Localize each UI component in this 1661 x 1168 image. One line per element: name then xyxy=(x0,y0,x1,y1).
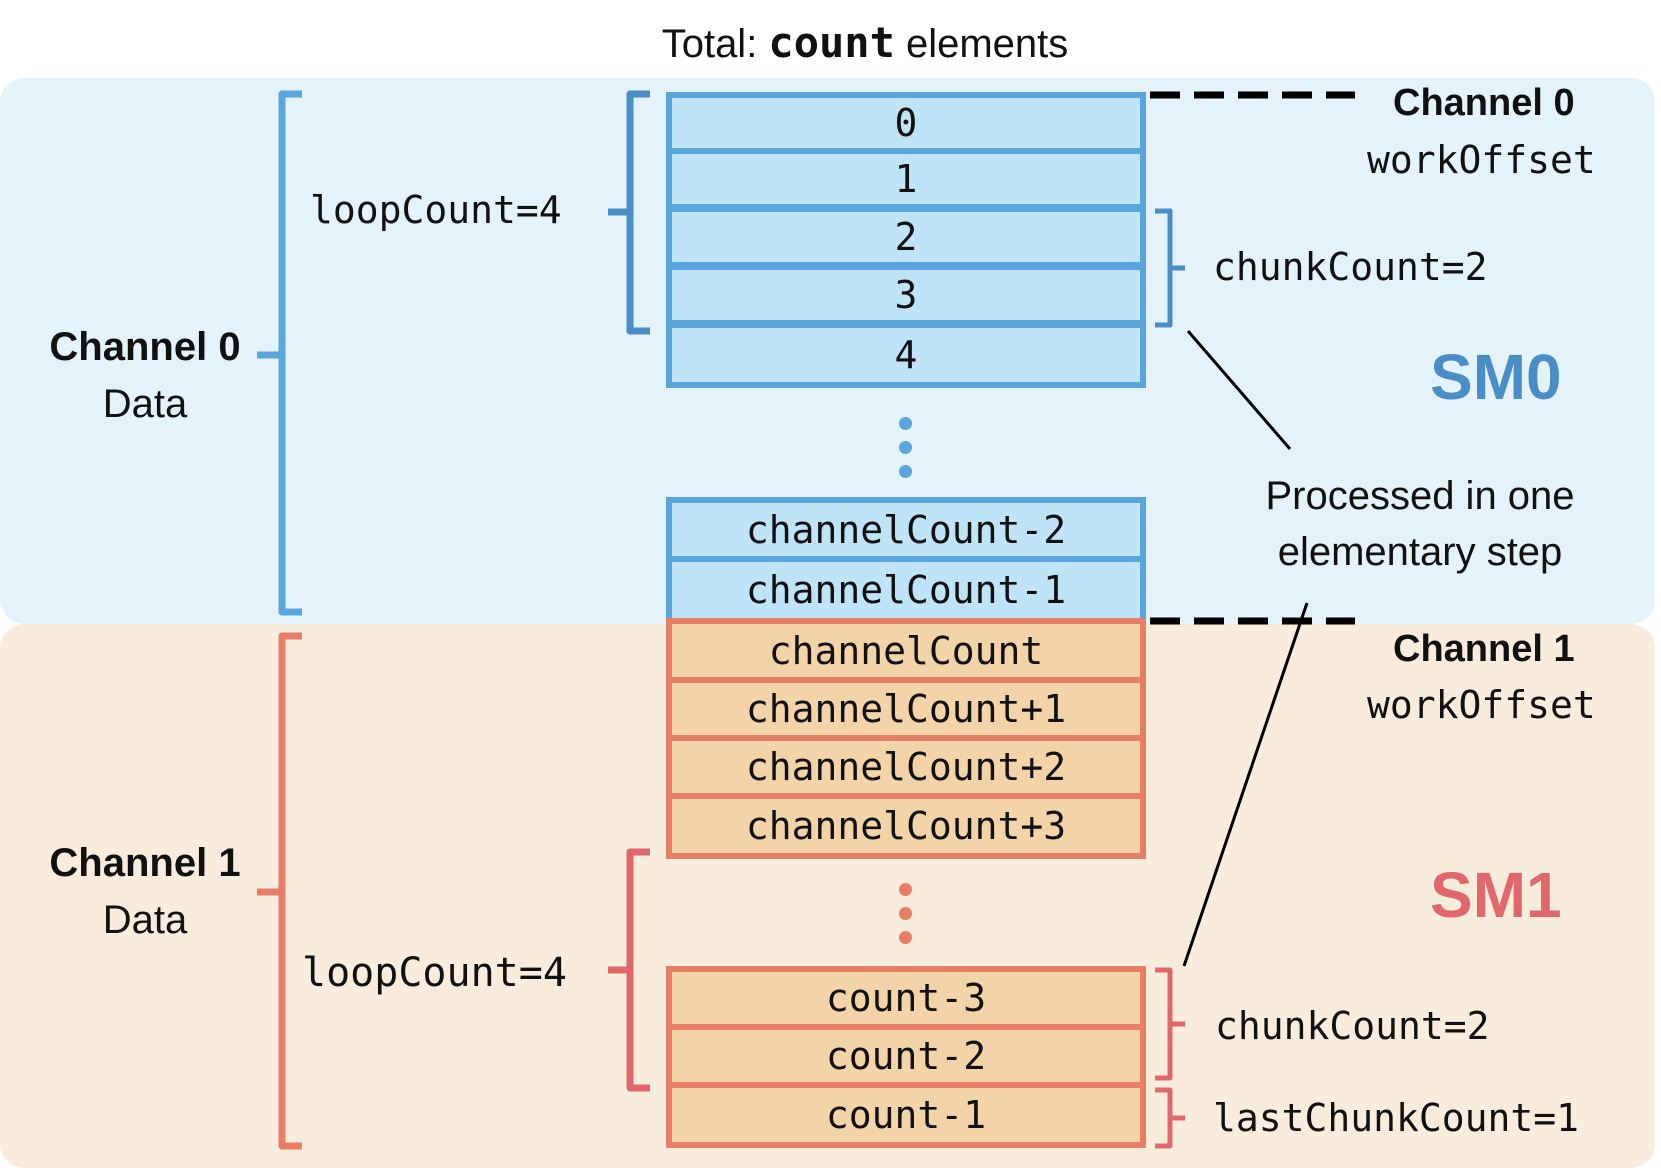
element-cell: 4 xyxy=(666,322,1146,388)
channel-0-offset-label: Channel 0 xyxy=(1393,82,1575,124)
channel-0-label: Channel 0 xyxy=(49,325,241,369)
title-emphasis: count xyxy=(768,18,895,67)
chunk-bracket-1 xyxy=(1155,967,1185,1081)
element-cell: channelCount xyxy=(666,618,1146,683)
chunk-count-label-0: chunkCount=2 xyxy=(1213,245,1488,289)
channel-0-bracket xyxy=(257,90,302,616)
element-cell: channelCount-2 xyxy=(666,497,1146,562)
ellipsis-dot xyxy=(899,417,912,430)
channel-0-offset-sublabel: workOffset xyxy=(1367,138,1596,182)
last-chunk-bracket xyxy=(1155,1087,1185,1149)
chunk-bracket-0 xyxy=(1155,208,1185,328)
ellipsis-dot xyxy=(899,465,912,478)
ellipsis-dot xyxy=(899,441,912,454)
processing-note: Processed in one elementary step xyxy=(1225,468,1615,580)
chunk-count-label-1: chunkCount=2 xyxy=(1215,1004,1490,1048)
diagram-title: Total: count elements xyxy=(600,18,1130,67)
ellipsis-dot xyxy=(899,907,912,920)
channel-1-label: Channel 1 xyxy=(49,841,241,885)
loop-count-label-1: loopCount=4 xyxy=(302,950,567,996)
ellipsis-dot xyxy=(899,931,912,944)
channel-1-bracket xyxy=(257,632,302,1150)
note-line-1: Processed in one xyxy=(1265,474,1575,518)
title-suffix: elements xyxy=(894,22,1069,66)
element-cell: count-1 xyxy=(666,1082,1146,1148)
loop-count-label-0: loopCount=4 xyxy=(310,188,562,232)
loop-bracket-1 xyxy=(608,848,650,1092)
note-line-2: elementary step xyxy=(1277,530,1563,574)
sm0-label: SM0 xyxy=(1430,341,1562,413)
channel-1-offset-label: Channel 1 xyxy=(1393,628,1575,670)
channel-1-offset-sublabel: workOffset xyxy=(1367,683,1596,727)
element-cell: channelCount+1 xyxy=(666,677,1146,741)
channel-0-sublabel: Data xyxy=(102,382,188,426)
last-chunk-count-label: lastChunkCount=1 xyxy=(1213,1096,1580,1140)
pointer-line-0 xyxy=(1186,330,1292,450)
ellipsis-dot xyxy=(899,883,912,896)
channel-1-sublabel: Data xyxy=(102,898,188,942)
loop-bracket-0 xyxy=(608,90,650,335)
pointer-line-1 xyxy=(1182,602,1309,967)
title-prefix: Total: xyxy=(661,22,769,66)
element-cell: channelCount+3 xyxy=(666,793,1146,859)
sm1-label: SM1 xyxy=(1430,859,1562,931)
